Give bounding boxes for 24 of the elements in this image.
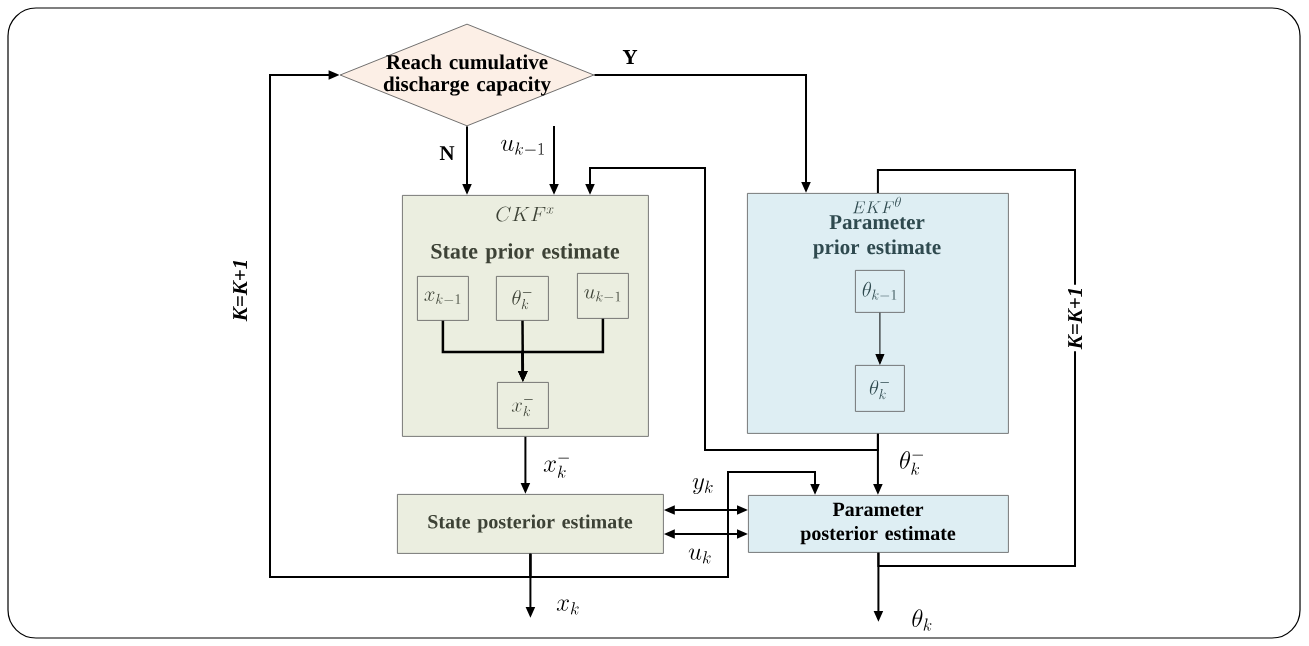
edge-label: $\theta_{k}$	[912, 609, 932, 631]
edge-label: $u_{k-1}$	[501, 139, 544, 155]
edge-label: $y_{k}$	[692, 478, 713, 495]
edge-label: K=K+1	[233, 260, 247, 322]
arrow	[529, 471, 820, 578]
edge-label: $\theta_{k}^{-}$	[900, 450, 924, 475]
process-box: Parameter posterior estimate	[748, 495, 1009, 553]
variable-box: $\theta_{k}^{-}$	[855, 365, 905, 412]
arrow	[269, 70, 532, 578]
variable-box: $x_{k}^{-}$	[497, 382, 549, 429]
edge-label: $x_{k}$	[556, 599, 579, 615]
edge-label: $x_{k}^{-}$	[543, 457, 569, 478]
process-box: State posterior estimate	[397, 494, 664, 554]
variable-box: $\theta_{k}^{-}$	[496, 276, 549, 321]
variable-box: $u_{k-1}$	[577, 273, 629, 319]
edge-label: K=K+1	[1066, 284, 1084, 352]
edge-label: $u_{k}$	[688, 548, 711, 564]
arrow	[875, 312, 885, 365]
edge-label: Y	[622, 50, 638, 64]
edge-label: N	[439, 146, 455, 160]
variable-box: $x_{k-1}$	[417, 276, 469, 321]
variable-box: $\theta_{k-1}$	[855, 270, 905, 313]
connector-line	[876, 169, 1076, 567]
arrow	[585, 167, 879, 451]
